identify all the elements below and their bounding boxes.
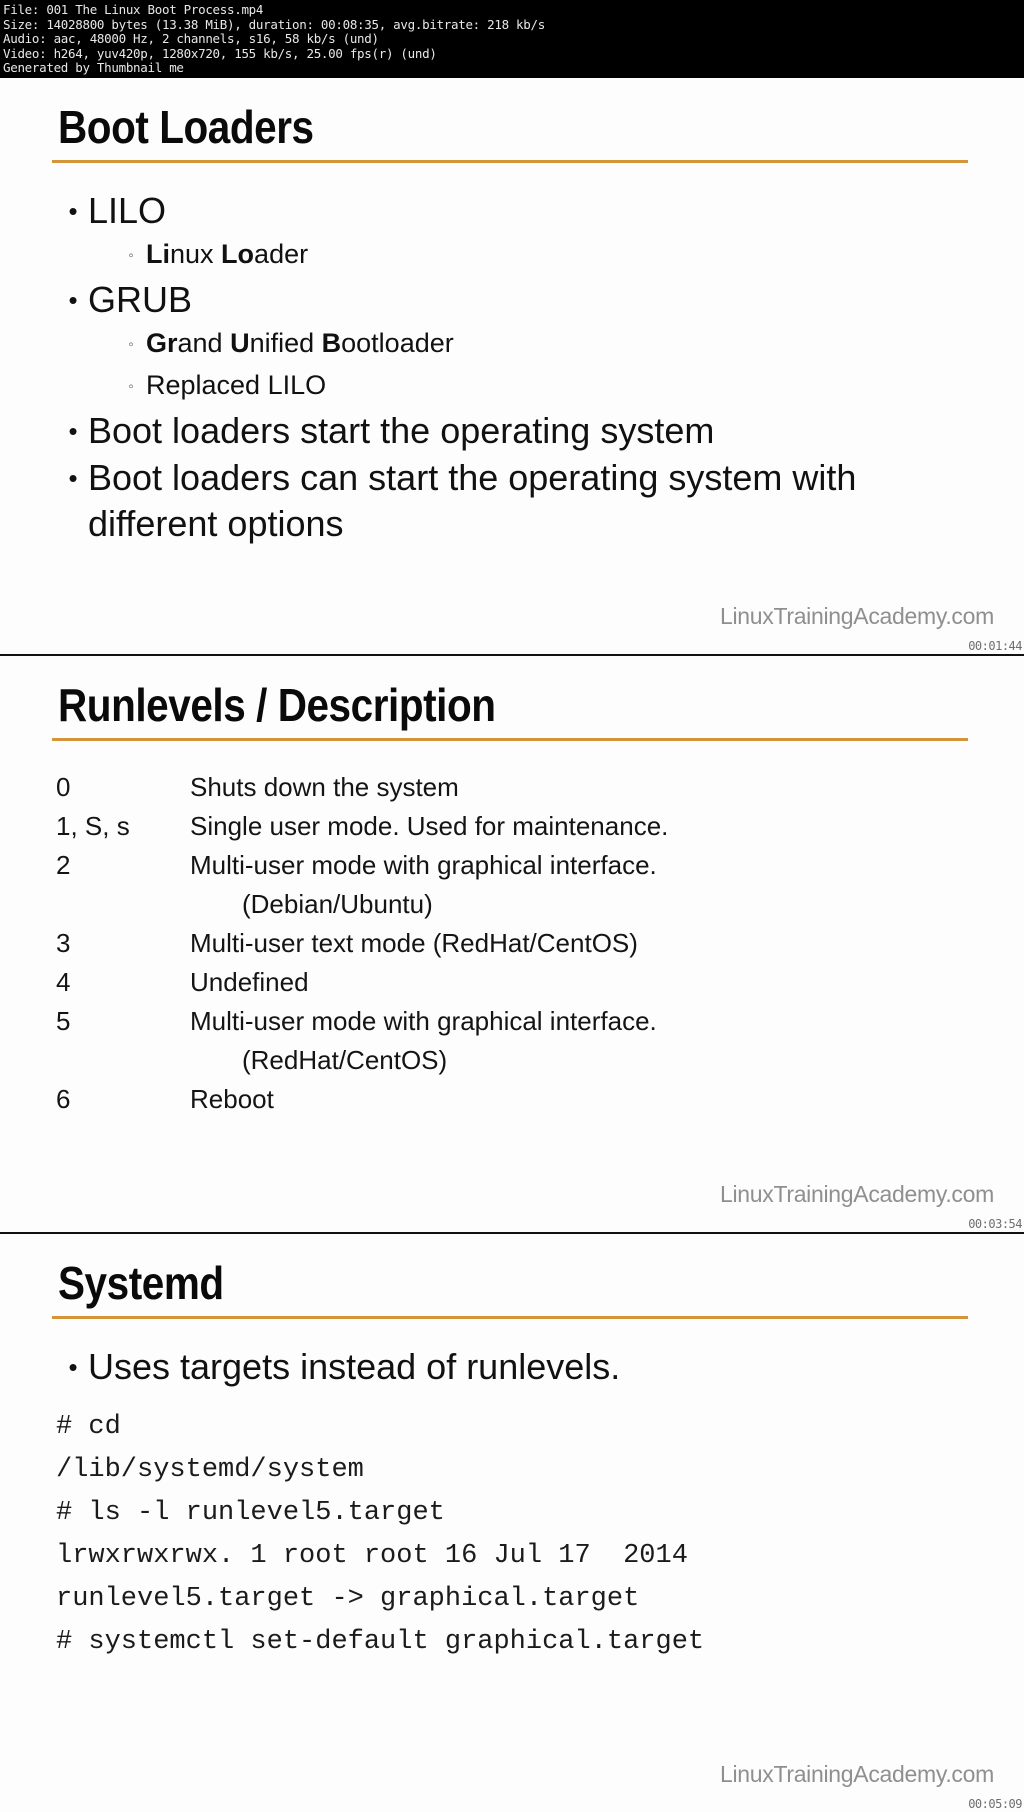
bullet-text: LILO (88, 190, 167, 231)
bullet-item: • Boot loaders can start the operating s… (58, 455, 984, 547)
bullet-circle-icon: ◦ (128, 247, 134, 264)
slide-title: Runlevels / Description (58, 679, 496, 731)
bullet-text: Grand Unified Bootloader (146, 328, 454, 358)
terminal-code-block: # cd /lib/systemd/system # ls -l runleve… (56, 1412, 705, 1657)
table-row: 1, S, s Single user mode. Used for maint… (56, 807, 984, 846)
bullet-list: • Uses targets instead of runlevels. (58, 1344, 984, 1391)
slide-timestamp: 00:01:44 (968, 639, 1022, 653)
runlevel-value: 4 (56, 967, 71, 997)
runlevel-value: 2 (56, 850, 71, 880)
watermark-label: LinuxTrainingAcademy.com (719, 1761, 994, 1787)
slide-thumbnail-systemd[interactable]: Systemd • Uses targets instead of runlev… (0, 1234, 1024, 1812)
runlevel-value: 0 (56, 772, 71, 802)
meta-audio-line: Audio: aac, 48000 Hz, 2 channels, s16, 5… (3, 31, 379, 46)
bullet-text: Boot loaders start the operating system (88, 410, 715, 451)
table-row: 6 Reboot (56, 1080, 984, 1119)
thumbnail-contact-sheet: Boot Loaders • LILO ◦ Linux Loader • GRU… (0, 78, 1024, 1812)
bullet-item: ◦ Linux Loader (58, 235, 984, 276)
meta-video-line: Video: h264, yuv420p, 1280x720, 155 kb/s… (3, 45, 437, 61)
meta-file-line: File: 001 The Linux Boot Process.mp4 (3, 2, 264, 17)
table-row: 3 Multi-user text mode (RedHat/CentOS) (56, 924, 984, 963)
slide-timestamp: 00:05:09 (968, 1797, 1022, 1811)
runlevel-description: Reboot (190, 1084, 274, 1114)
bullet-text: Boot loaders can start the operating sys… (88, 457, 857, 544)
bullet-dot-icon: • (68, 196, 78, 226)
bullet-text: Linux Loader (146, 239, 309, 269)
runlevel-description-continuation: (Debian/Ubuntu) (242, 889, 433, 919)
bullet-item: • Uses targets instead of runlevels. (58, 1344, 984, 1390)
runlevel-description-continuation: (RedHat/CentOS) (242, 1045, 448, 1075)
bullet-dot-icon: • (68, 463, 78, 493)
video-metadata-header: File: 001 The Linux Boot Process.mp4 Siz… (0, 0, 1024, 78)
bullet-item: ◦ Replaced LILO (58, 366, 984, 407)
runlevel-value: 5 (56, 1006, 71, 1036)
table-row: 0 Shuts down the system (56, 768, 984, 807)
runlevel-value: 1, S, s (56, 811, 130, 841)
bullet-item: ◦ Grand Unified Bootloader (58, 324, 984, 365)
title-underline-rule (52, 738, 968, 741)
slide-thumbnail-runlevels[interactable]: Runlevels / Description 0 Shuts down the… (0, 656, 1024, 1234)
bullet-list: • LILO ◦ Linux Loader • GRUB ◦ Grand Uni… (58, 188, 984, 548)
bullet-item: • Boot loaders start the operating syste… (58, 408, 984, 454)
title-underline-rule (52, 160, 968, 163)
runlevel-value: 3 (56, 928, 71, 958)
bullet-circle-icon: ◦ (128, 378, 134, 395)
table-row: 5 Multi-user mode with graphical interfa… (56, 1002, 984, 1041)
runlevel-description: Single user mode. Used for maintenance. (190, 811, 669, 841)
meta-generator-line: Generated by Thumbnail me (3, 60, 184, 75)
bullet-text: Replaced LILO (146, 370, 327, 400)
bullet-text: Uses targets instead of runlevels. (88, 1346, 621, 1387)
slide-title: Boot Loaders (58, 101, 314, 153)
runlevel-description: Undefined (190, 967, 309, 997)
title-underline-rule (52, 1316, 968, 1319)
bullet-circle-icon: ◦ (128, 336, 134, 353)
watermark-label: LinuxTrainingAcademy.com (719, 603, 994, 629)
runlevel-description: Multi-user mode with graphical interface… (190, 850, 657, 880)
bullet-dot-icon: • (68, 285, 78, 315)
slide-title: Systemd (58, 1257, 224, 1309)
runlevels-table: 0 Shuts down the system 1, S, s Single u… (56, 768, 984, 1119)
meta-size-line: Size: 14028800 bytes (13.38 MiB), durati… (3, 16, 545, 32)
bullet-dot-icon: • (68, 1352, 78, 1382)
watermark-label: LinuxTrainingAcademy.com (719, 1181, 994, 1207)
runlevel-description: Shuts down the system (190, 772, 459, 802)
slide-timestamp: 00:03:54 (968, 1217, 1022, 1231)
bullet-text: GRUB (88, 279, 193, 320)
runlevel-description: Multi-user text mode (RedHat/CentOS) (190, 928, 638, 958)
bullet-item: • GRUB (58, 277, 984, 323)
table-row: 2 Multi-user mode with graphical interfa… (56, 846, 984, 885)
runlevel-value: 6 (56, 1084, 71, 1114)
bullet-item: • LILO (58, 188, 984, 234)
slide-thumbnail-boot-loaders[interactable]: Boot Loaders • LILO ◦ Linux Loader • GRU… (0, 78, 1024, 656)
bullet-dot-icon: • (68, 416, 78, 446)
runlevel-description: Multi-user mode with graphical interface… (190, 1006, 657, 1036)
table-row: 4 Undefined (56, 963, 984, 1002)
